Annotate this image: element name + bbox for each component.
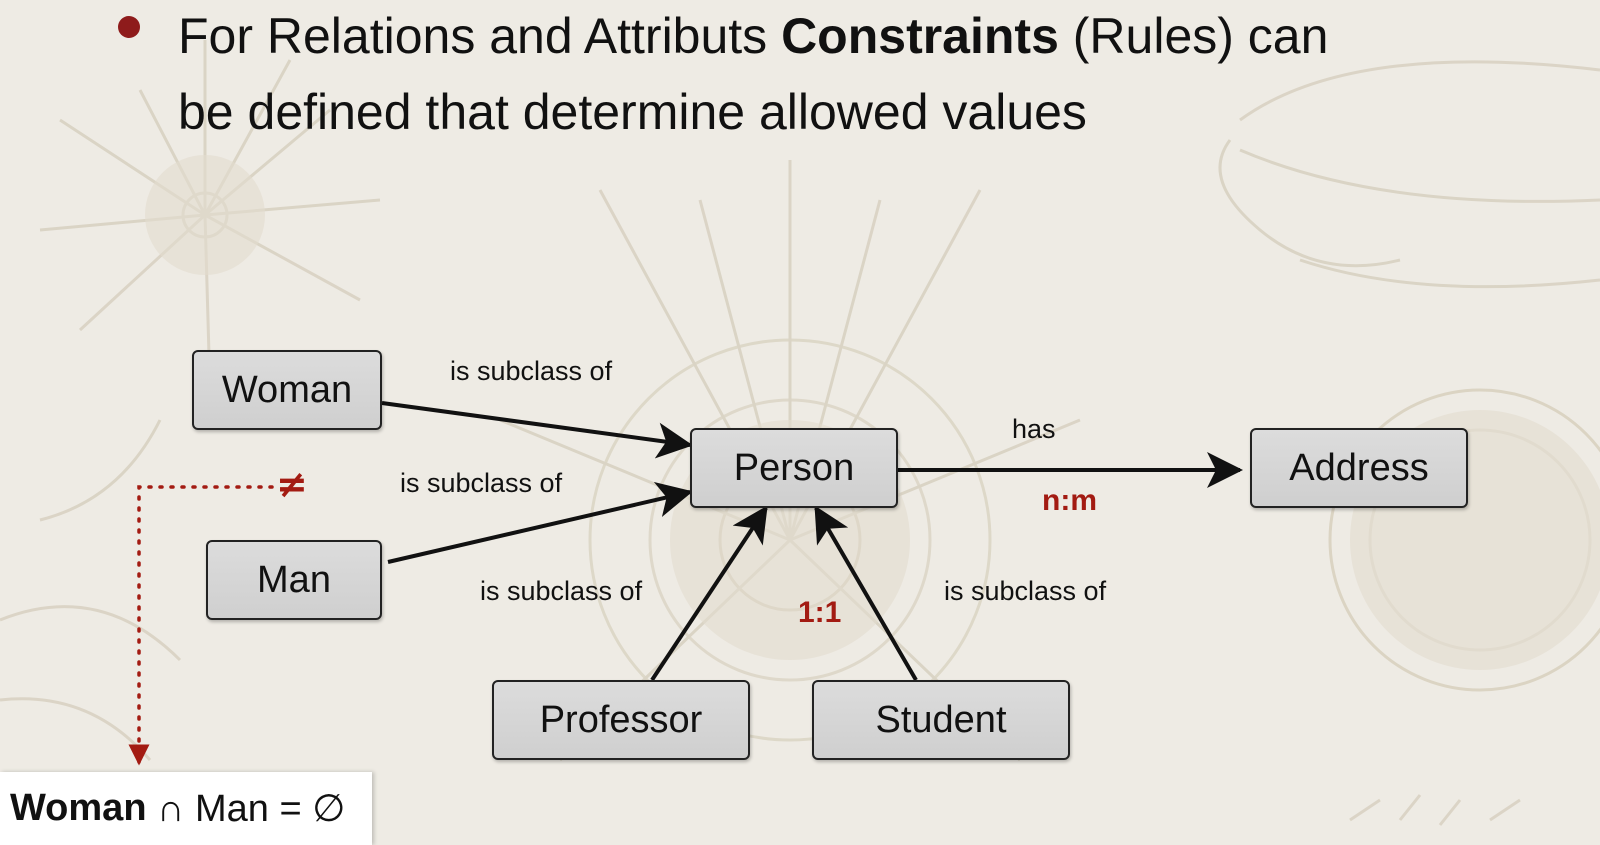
node-person: Person [690,428,898,508]
bullet-point [118,16,140,38]
node-professor-label: Professor [539,698,703,741]
node-woman-label: Woman [221,368,353,411]
cardinality-one-to-one: 1:1 [798,596,842,629]
node-person-label: Person [733,446,855,489]
edge-label-woman-person: is subclass of [450,356,613,386]
headline-line-2: be defined that determine allowed values [178,84,1087,140]
node-student: Student [812,680,1070,760]
headline-bold: Constraints [781,8,1059,64]
edge-label-man-person: is subclass of [400,468,563,498]
arrow-professor-to-person [650,505,768,682]
not-equal-symbol: ≠ [276,462,308,506]
formula-woman: Woman [10,787,147,829]
disjoint-dotted-connector [128,485,274,766]
headline-text-2: (Rules) can [1058,8,1329,64]
arrow-woman-to-person [381,401,693,459]
arrow-student-to-person [814,505,918,682]
node-professor: Professor [492,680,750,760]
node-address: Address [1250,428,1468,508]
formula-rest: ∩ Man = ∅ [146,788,346,830]
edge-label-professor-person: is subclass of [480,576,643,606]
node-woman: Woman [192,350,382,430]
headline-text-1: For Relations and Attributs [178,8,782,64]
slide-headline: For Relations and Attributs Constraints … [178,0,1558,150]
cardinality-nm: n:m [1042,484,1097,517]
node-address-label: Address [1289,446,1429,489]
node-student-label: Student [875,698,1007,741]
edge-label-student-person: is subclass of [944,576,1107,606]
edge-label-has: has [1012,414,1056,444]
node-man-label: Man [257,558,331,601]
disjointness-formula: Woman ∩ Man = ∅ [0,772,372,845]
node-man: Man [206,540,382,620]
arrow-man-to-person [387,481,693,564]
